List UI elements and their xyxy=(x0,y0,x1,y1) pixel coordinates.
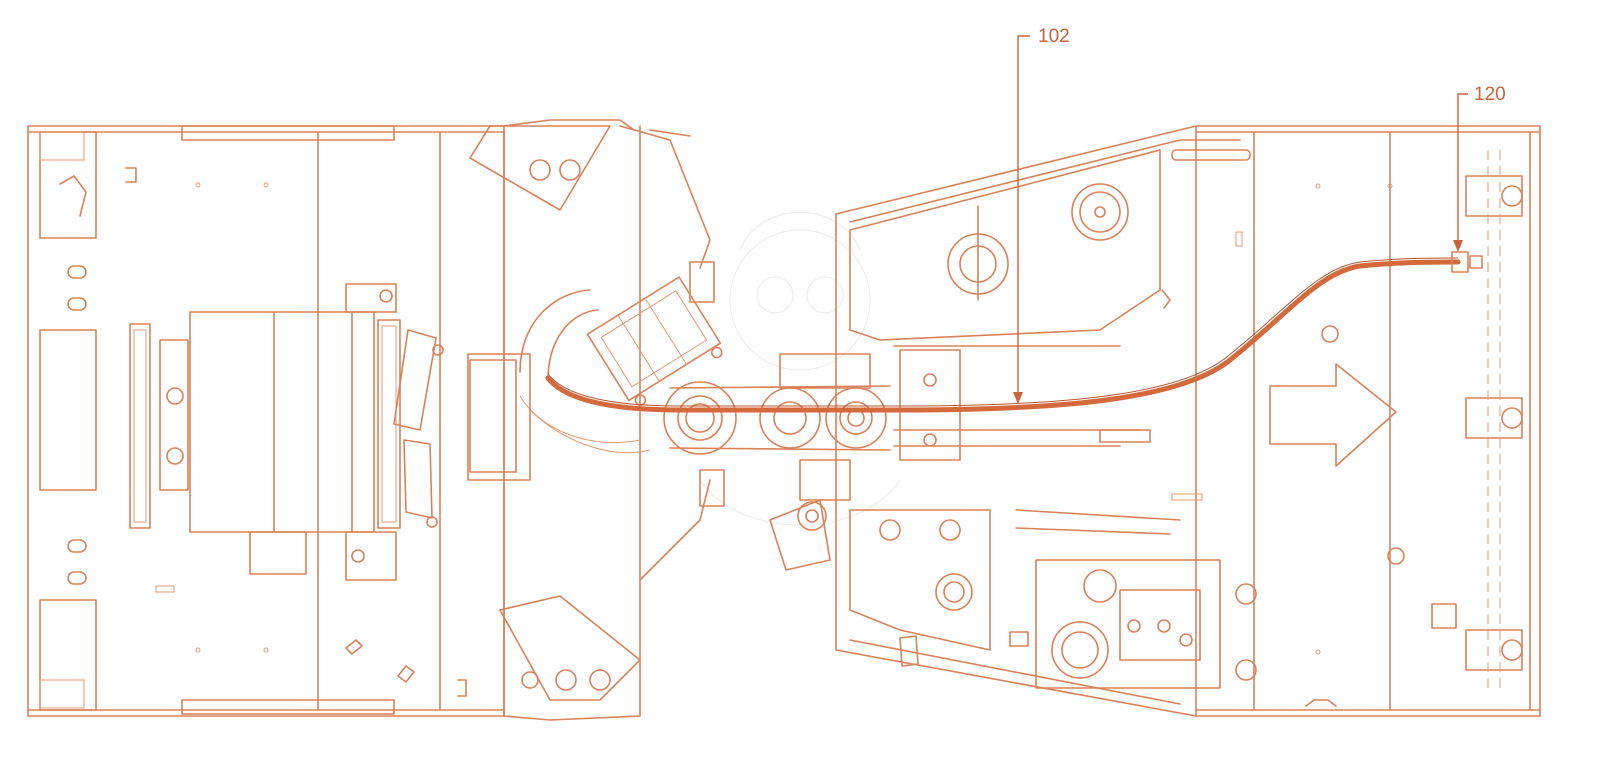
watermark xyxy=(699,211,901,526)
hose-assembly xyxy=(545,251,1483,413)
ref-102-label: 102 xyxy=(1038,26,1070,47)
reference-102: 102 xyxy=(1013,26,1070,404)
center-swivel xyxy=(467,119,891,721)
left-frame xyxy=(27,125,505,717)
reference-120: 120 xyxy=(1453,84,1506,252)
ref-120-label: 120 xyxy=(1474,84,1506,105)
right-frame xyxy=(835,125,1541,717)
